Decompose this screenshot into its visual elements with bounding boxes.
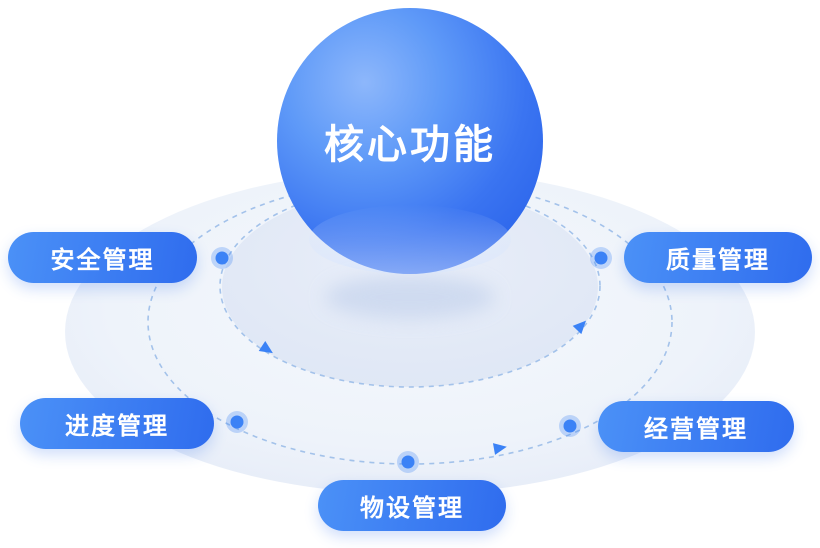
- sphere-shadow: [325, 275, 495, 319]
- node-label: 进度管理: [65, 412, 169, 440]
- node-equipment-management: 物设管理: [318, 480, 506, 531]
- orbit-dot: [559, 415, 581, 437]
- node-progress-management: 进度管理: [20, 398, 214, 449]
- orbit-arrow-icon: [492, 443, 507, 455]
- node-label: 安全管理: [50, 246, 155, 274]
- orbit-dot: [590, 247, 612, 269]
- node-safety-management: 安全管理: [8, 232, 197, 283]
- orbit-dot: [226, 411, 248, 433]
- orbit-arrow-icon: [572, 320, 587, 335]
- node-quality-management: 质量管理: [624, 232, 812, 283]
- orbit-dot: [397, 451, 419, 473]
- diagram-title: 核心功能: [324, 122, 496, 168]
- core-sphere: 核心功能: [277, 8, 543, 275]
- node-label: 质量管理: [666, 246, 770, 274]
- orbit-dot: [211, 247, 233, 269]
- orbit-arrow-icon: [258, 340, 273, 354]
- node-label: 物设管理: [360, 494, 464, 522]
- node-label: 经营管理: [644, 415, 748, 443]
- node-business-management: 经营管理: [598, 401, 794, 452]
